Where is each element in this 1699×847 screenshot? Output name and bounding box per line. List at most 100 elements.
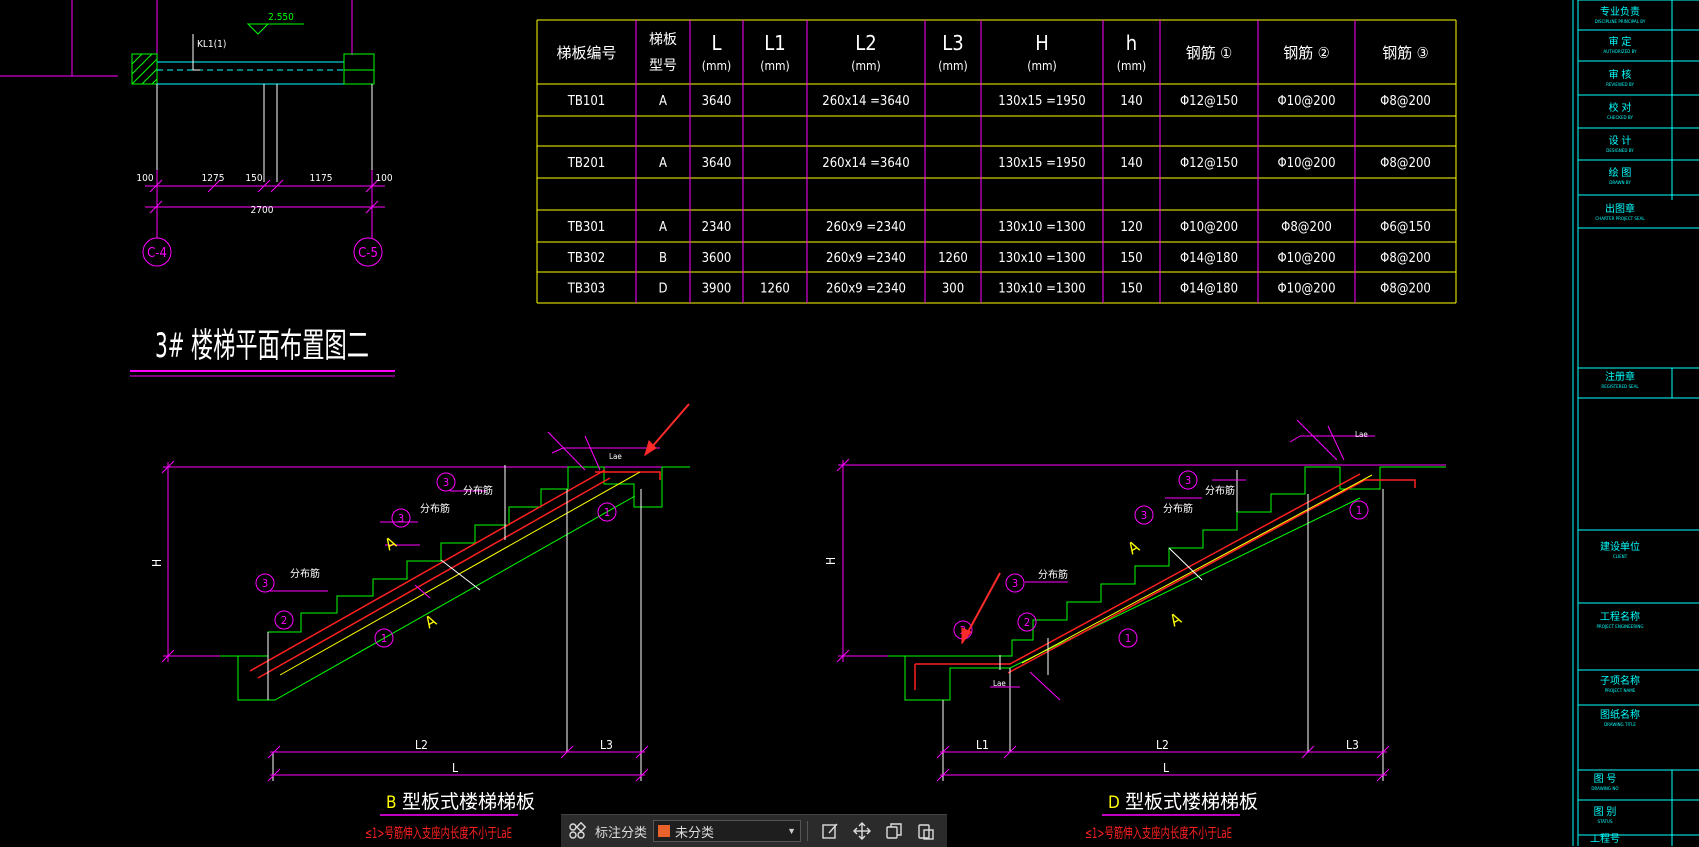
table-cell-r2-c10: Φ8@200 bbox=[1380, 156, 1431, 171]
table-cell-r6-c7: 150 bbox=[1120, 282, 1142, 297]
table-cell-r5-c10: Φ8@200 bbox=[1380, 251, 1431, 266]
stair-b-label-l2: L2 bbox=[415, 738, 428, 752]
title-block-en-6: CHARTER PROJECT SEAL bbox=[1595, 216, 1645, 222]
stair-section-d: H bbox=[824, 419, 1446, 842]
table-cell-r4-c4: 260x9 =2340 bbox=[826, 220, 906, 235]
annotation-category-select[interactable]: 未分类 ▼ bbox=[653, 820, 802, 842]
plan-dim-2: 150 bbox=[245, 173, 262, 184]
table-cell-r6-c6: 130x10 =1300 bbox=[998, 282, 1085, 297]
table-cell-r5-c8: Φ14@180 bbox=[1180, 251, 1238, 266]
table-header-8: 钢筋 ① bbox=[1186, 44, 1232, 62]
table-header-5: L3 bbox=[942, 31, 963, 55]
table-header-sub-1: 型号 bbox=[649, 58, 677, 74]
title-block-en-8: CLIENT bbox=[1613, 554, 1628, 560]
table-cell-r6-c1: D bbox=[658, 282, 667, 297]
plan-dim-1: 1275 bbox=[202, 173, 225, 184]
stair-d-section-a2: A bbox=[1166, 609, 1184, 630]
table-cell-r0-c10: Φ8@200 bbox=[1380, 94, 1431, 109]
stair-b-callout-2: 2 bbox=[281, 614, 287, 627]
paste-icon[interactable] bbox=[913, 818, 939, 844]
table-cell-r0-c4: 260x14 =3640 bbox=[822, 94, 909, 109]
plan-beam-label: KL1(1) bbox=[197, 39, 226, 50]
stair-b-dist-bar-2: 分布筋 bbox=[420, 502, 450, 515]
stair-d-dist-bar-2: 分布筋 bbox=[1163, 502, 1193, 515]
stair-d-dist-bar-1: 分布筋 bbox=[1038, 568, 1068, 581]
table-header-1: 梯板 bbox=[649, 32, 677, 48]
table-header-0: 梯板编号 bbox=[556, 44, 616, 62]
title-block-cn-0: 专业负责 bbox=[1600, 5, 1640, 18]
toolbar-divider bbox=[807, 821, 809, 841]
stair-d-label-l1: L1 bbox=[976, 738, 989, 752]
grid-menu-icon[interactable] bbox=[564, 818, 590, 844]
title-block-en-1: AUTHORIZED BY bbox=[1603, 49, 1637, 55]
stair-d-label-l: L bbox=[1163, 761, 1169, 775]
title-block-en-5: DRAWN BY bbox=[1609, 180, 1631, 186]
stair-section-b: H bbox=[150, 403, 690, 842]
stair-b-title: 型板式楼梯梯板 bbox=[402, 791, 535, 813]
table-cell-r6-c0: TB303 bbox=[567, 282, 605, 297]
title-block-cn-14: 工程号 bbox=[1590, 833, 1620, 845]
table-header-3: L1 bbox=[764, 31, 785, 55]
plan-dim-0: 100 bbox=[136, 173, 153, 184]
stair-d-callout-1b: 1 bbox=[1356, 504, 1362, 517]
table-cell-r0-c8: Φ12@150 bbox=[1180, 94, 1238, 109]
stair-b-callout-3a: 3 bbox=[262, 577, 268, 590]
title-block-cn-11: 图纸名称 bbox=[1600, 708, 1640, 721]
stair-d-callout-2: 2 bbox=[1024, 616, 1030, 629]
plan-title: 3# 楼梯平面布置图二 bbox=[155, 326, 369, 366]
table-header-sub-6: (mm) bbox=[1027, 59, 1056, 73]
top-plan-detail: 2.550 KL1(1) 100 1275 150 1175 100 2700 … bbox=[0, 0, 393, 267]
copy-icon[interactable] bbox=[881, 818, 907, 844]
table-cell-r0-c1: A bbox=[659, 94, 667, 109]
table-cell-r4-c0: TB301 bbox=[567, 220, 605, 235]
stair-d-section-a1: A bbox=[1124, 537, 1142, 558]
stair-b-dist-bar-1: 分布筋 bbox=[290, 567, 320, 580]
table-cell-r5-c6: 130x10 =1300 bbox=[998, 251, 1085, 266]
table-cell-r6-c9: Φ10@200 bbox=[1277, 282, 1335, 297]
title-block-cn-10: 子项名称 bbox=[1600, 674, 1640, 687]
plan-total-dim: 2700 bbox=[251, 205, 274, 216]
table-cell-r0-c6: 130x15 =1950 bbox=[998, 94, 1085, 109]
table-cell-r6-c4: 260x9 =2340 bbox=[826, 282, 906, 297]
title-block-cn-4: 设 计 bbox=[1609, 134, 1632, 147]
table-cell-r2-c2: 3640 bbox=[702, 156, 732, 171]
title-block-en-13: STATUS bbox=[1597, 819, 1613, 825]
plan-dim-3: 1175 bbox=[310, 173, 333, 184]
stair-d-label-l3: L3 bbox=[1346, 738, 1359, 752]
edit-icon[interactable] bbox=[817, 818, 843, 844]
title-block-cn-5: 绘 图 bbox=[1609, 166, 1632, 179]
table-cell-r0-c9: Φ10@200 bbox=[1277, 94, 1335, 109]
stair-b-section-a2: A bbox=[421, 611, 439, 632]
stair-d-label-l2: L2 bbox=[1156, 738, 1169, 752]
stair-d-label-h: H bbox=[824, 557, 838, 565]
stair-d-title: 型板式楼梯梯板 bbox=[1125, 791, 1258, 813]
title-block-en-3: CHECKED BY bbox=[1607, 115, 1633, 121]
stair-d-callout-1a: 1 bbox=[1125, 632, 1131, 645]
stair-b-dist-bar-3: 分布筋 bbox=[463, 484, 493, 497]
table-cell-r5-c2: 3600 bbox=[702, 251, 732, 266]
stair-b-label-l: L bbox=[452, 761, 458, 775]
annotation-category-label: 标注分类 bbox=[595, 824, 648, 840]
plan-dim-4: 100 bbox=[375, 173, 392, 184]
table-cell-r4-c1: A bbox=[659, 220, 667, 235]
stair-b-lae: Lae bbox=[609, 452, 622, 461]
table-header-9: 钢筋 ② bbox=[1283, 44, 1329, 62]
stair-b-callout-3b: 3 bbox=[398, 512, 404, 525]
table-cell-r2-c4: 260x14 =3640 bbox=[822, 156, 909, 171]
table-cell-r4-c7: 120 bbox=[1120, 220, 1142, 235]
title-block-cn-1: 审 定 bbox=[1609, 35, 1632, 48]
table-header-sub-2: (mm) bbox=[702, 59, 731, 73]
title-block-cn-8: 建设单位 bbox=[1600, 540, 1640, 553]
title-block-en-9: PROJECT ENGINEERING bbox=[1596, 624, 1643, 630]
table-cell-r4-c9: Φ8@200 bbox=[1281, 220, 1332, 235]
stair-d-note: ≤1>号筋伸入支座内长度不小于LaE bbox=[1085, 825, 1232, 842]
table-cell-r0-c2: 3640 bbox=[702, 94, 732, 109]
title-block-cn-12: 图 号 bbox=[1594, 773, 1617, 785]
table-header-6: H bbox=[1035, 31, 1049, 55]
move-icon[interactable] bbox=[849, 818, 875, 844]
table-cell-r6-c3: 1260 bbox=[760, 282, 790, 297]
table-cell-r6-c2: 3900 bbox=[702, 282, 732, 297]
annotation-toolbar: 标注分类 未分类 ▼ bbox=[561, 814, 947, 847]
